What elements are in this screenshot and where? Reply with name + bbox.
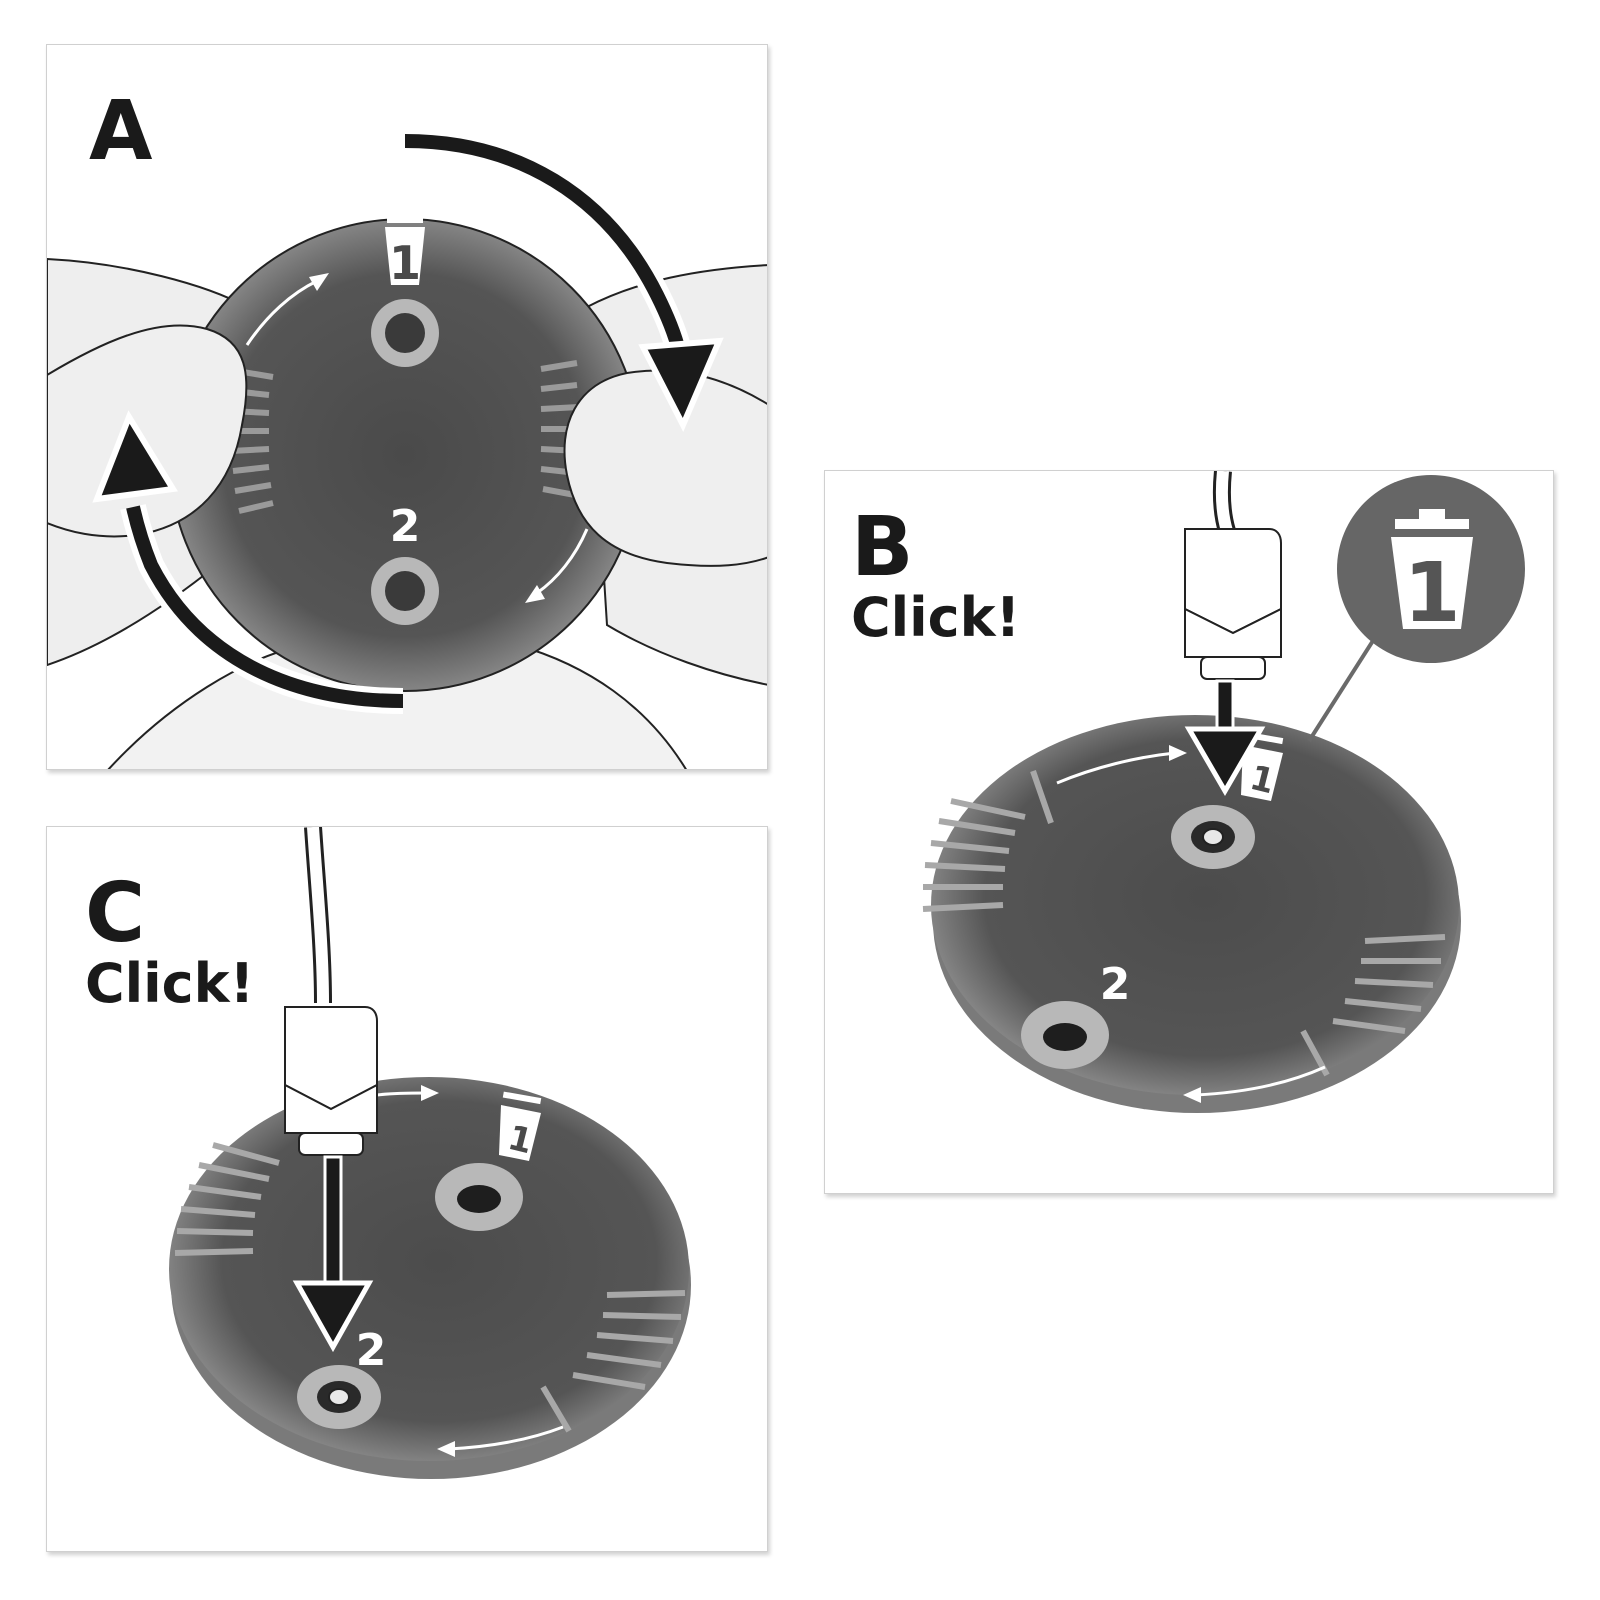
- dial-arrow-bottom: [1194, 1065, 1326, 1097]
- bin-icon-1-callout: [1391, 509, 1473, 629]
- dial-arrow-bottom-right: [536, 528, 589, 595]
- grip-ticks-right: [1300, 934, 1446, 1077]
- panel-a-letter: A: [89, 84, 153, 179]
- panel-c-click-caption: Click!: [85, 952, 255, 1015]
- connector-c-tip: [298, 1132, 364, 1156]
- dial-arrow-bottom-head: [1183, 1087, 1201, 1103]
- rotate-arrow-clockwise: [404, 128, 724, 433]
- panel-a-illustration: 1 2: [47, 128, 767, 769]
- grip-ticks-right: [540, 1290, 686, 1433]
- position-2-hole: [385, 571, 425, 611]
- position-1-hole: [457, 1185, 501, 1213]
- dial-arrow-top-left-head: [309, 273, 329, 291]
- panel-b-illustration: 1 2: [922, 471, 1525, 1113]
- thumb-left: [47, 324, 248, 538]
- dial-arrow-bottom-right-head: [525, 585, 545, 603]
- position-1-label: 1: [389, 236, 421, 290]
- tube-c-inner: [307, 827, 329, 1004]
- dial-arrow-top-left: [245, 279, 318, 346]
- panel-c-letter: C: [85, 866, 146, 961]
- dial-c: [169, 1077, 689, 1461]
- position-2-label: 2: [356, 1325, 387, 1376]
- dial-arrow-top-head: [1169, 745, 1187, 761]
- dial-arrow-bottom-head: [437, 1441, 455, 1457]
- callout-number: 1: [1403, 546, 1460, 641]
- panel-b-letter: B: [851, 500, 914, 595]
- dial-arrow-bottom: [448, 1425, 564, 1451]
- position-1-hole: [385, 313, 425, 353]
- panel-a-rotate-dial: 1 2 A: [46, 44, 768, 770]
- connector-b-tip: [1200, 656, 1266, 680]
- panel-c-illustration: 1 2: [169, 827, 691, 1479]
- rotate-arrow-counterclockwise: [92, 410, 404, 714]
- dial-arrow-top-head: [421, 1085, 439, 1101]
- panel-b-click-caption: Click!: [851, 586, 1021, 649]
- bin-icon-1: [385, 211, 425, 285]
- bin-icon-1-dial: [499, 1091, 542, 1161]
- panel-b-insert-position-1: 1 2: [824, 470, 1554, 1194]
- connector-tip-seated: [328, 1388, 350, 1406]
- dial-arrow-top: [1056, 751, 1176, 785]
- position-2-label: 2: [1100, 959, 1131, 1010]
- grip-ticks-left: [174, 1142, 280, 1256]
- dial-b: [931, 715, 1459, 1095]
- callout-leader: [1307, 623, 1385, 743]
- tube-b-inner: [1215, 471, 1233, 533]
- grip-ticks-left: [922, 770, 1054, 912]
- dial-arrow-top: [376, 1091, 426, 1097]
- push-arrow-c: [292, 1155, 374, 1353]
- connector-tip-seated: [1202, 828, 1224, 846]
- position-2-hole: [1043, 1023, 1087, 1051]
- position-2-label: 2: [390, 501, 421, 552]
- panel-c-insert-position-2: 1 2 C Click!: [46, 826, 768, 1552]
- push-arrow-b: [1184, 679, 1266, 796]
